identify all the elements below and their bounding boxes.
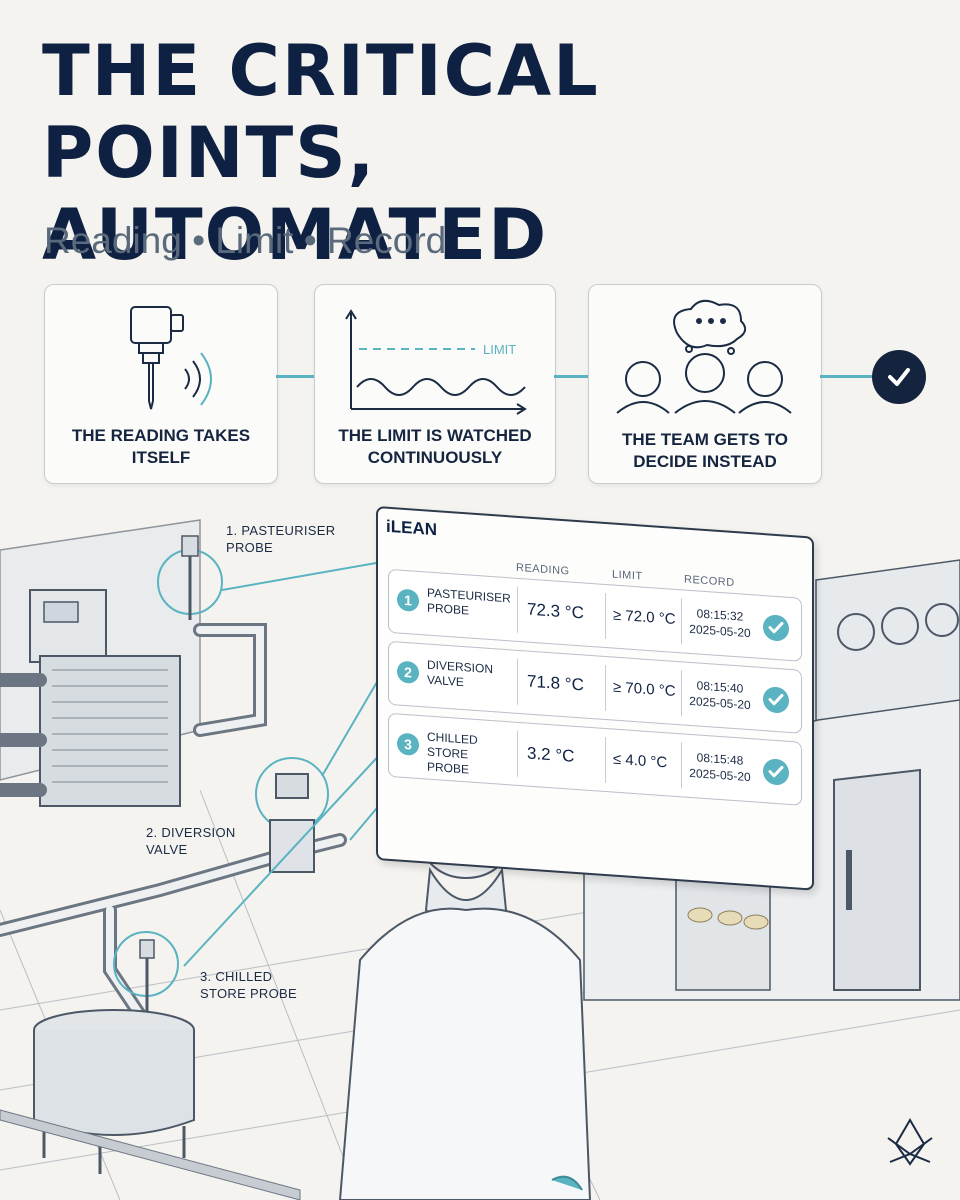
worker-lab-coat <box>338 907 592 1200</box>
row-limit-value: ≥ 72.0 °C <box>613 606 676 628</box>
column-divider <box>517 730 518 777</box>
scene-label-pasteuriser: 1. PASTEURISER PROBE <box>226 523 336 555</box>
column-divider <box>605 665 606 712</box>
row-limit-value: ≤ 4.0 °C <box>613 750 668 772</box>
diversion-valve <box>269 819 315 873</box>
step-card-reading: THE READING TAKES ITSELF <box>44 284 278 484</box>
column-header-limit: LIMIT <box>612 568 643 583</box>
scene-label-valve: 2. DIVERSION VALVE <box>146 825 236 857</box>
limit-graph-label: LIMIT <box>483 342 516 357</box>
step-label-team: THE TEAM GETS TO DECIDE INSTEAD <box>622 430 788 471</box>
column-divider <box>681 742 682 789</box>
control-panel-box <box>29 589 107 663</box>
brand-logo-icon <box>887 1118 933 1166</box>
checkmark-circle-icon <box>872 350 926 404</box>
ilean-dashboard-panel: iLEAN READING LIMIT RECORD 1 PASTEURISER… <box>376 506 814 891</box>
row-point-name: DIVERSION VALVE <box>427 657 494 690</box>
condenser-unit <box>815 559 960 731</box>
probe-with-signal-icon <box>130 306 212 410</box>
column-divider <box>605 593 606 640</box>
limit-graph-icon: LIMIT <box>345 309 527 415</box>
step-card-limit: LIMIT THE LIMIT IS WATCHED CONTINUOUSLY <box>314 284 556 484</box>
column-divider <box>605 737 606 784</box>
row-point-name: CHILLED STORE PROBE <box>427 729 478 777</box>
row-point-name: PASTEURISER PROBE <box>427 585 511 618</box>
step-card-team: THE TEAM GETS TO DECIDE INSTEAD <box>588 284 822 484</box>
connector-line-2 <box>554 375 588 378</box>
row-record-timestamp: 08:15:32 2025-05-20 <box>685 605 755 642</box>
scene-label-chilled-store: 3. CHILLED STORE PROBE <box>200 969 297 1001</box>
column-divider <box>681 670 682 717</box>
page-title: THE CRITICAL POINTS, AUTOMATED <box>42 30 960 276</box>
page-subtitle: Reading • Limit • Record <box>44 220 447 261</box>
title-line-2: AUTOMATED <box>42 194 549 276</box>
check-icon <box>763 614 789 642</box>
row-record-timestamp: 08:15:48 2025-05-20 <box>685 749 755 786</box>
row-record-timestamp: 08:15:40 2025-05-20 <box>685 677 755 714</box>
step-label-limit: THE LIMIT IS WATCHED CONTINUOUSLY <box>338 426 532 467</box>
column-divider <box>517 586 518 633</box>
ilean-brand-label: iLEAN <box>386 516 437 540</box>
check-icon <box>763 686 789 714</box>
heat-exchanger <box>39 655 181 807</box>
step-label-reading: THE READING TAKES ITSELF <box>71 426 251 467</box>
title-line-1: THE CRITICAL POINTS, <box>42 30 600 194</box>
connector-line-3 <box>820 375 872 378</box>
row-reading-value: 72.3 °C <box>527 599 584 623</box>
column-header-reading: READING <box>516 561 570 578</box>
row-number-badge: 1 <box>397 588 419 613</box>
row-number-badge: 2 <box>397 660 419 685</box>
row-reading-value: 71.8 °C <box>527 671 584 695</box>
cold-room-door <box>833 768 921 991</box>
column-divider <box>681 598 682 645</box>
row-reading-value: 3.2 °C <box>527 743 575 766</box>
storage-tank <box>33 1030 195 1136</box>
column-divider <box>517 658 518 705</box>
connector-line-1 <box>276 375 314 378</box>
ccp-row[interactable]: 2 DIVERSION VALVE 71.8 °C ≥ 70.0 °C 08:1… <box>388 640 802 734</box>
row-limit-value: ≥ 70.0 °C <box>613 678 676 700</box>
ccp-row[interactable]: 3 CHILLED STORE PROBE 3.2 °C ≤ 4.0 °C 08… <box>388 712 802 806</box>
row-number-badge: 3 <box>397 732 419 757</box>
team-discussing-icon <box>616 299 792 414</box>
column-header-record: RECORD <box>684 573 735 590</box>
check-icon <box>763 758 789 786</box>
ccp-row[interactable]: 1 PASTEURISER PROBE 72.3 °C ≥ 72.0 °C 08… <box>388 568 802 662</box>
